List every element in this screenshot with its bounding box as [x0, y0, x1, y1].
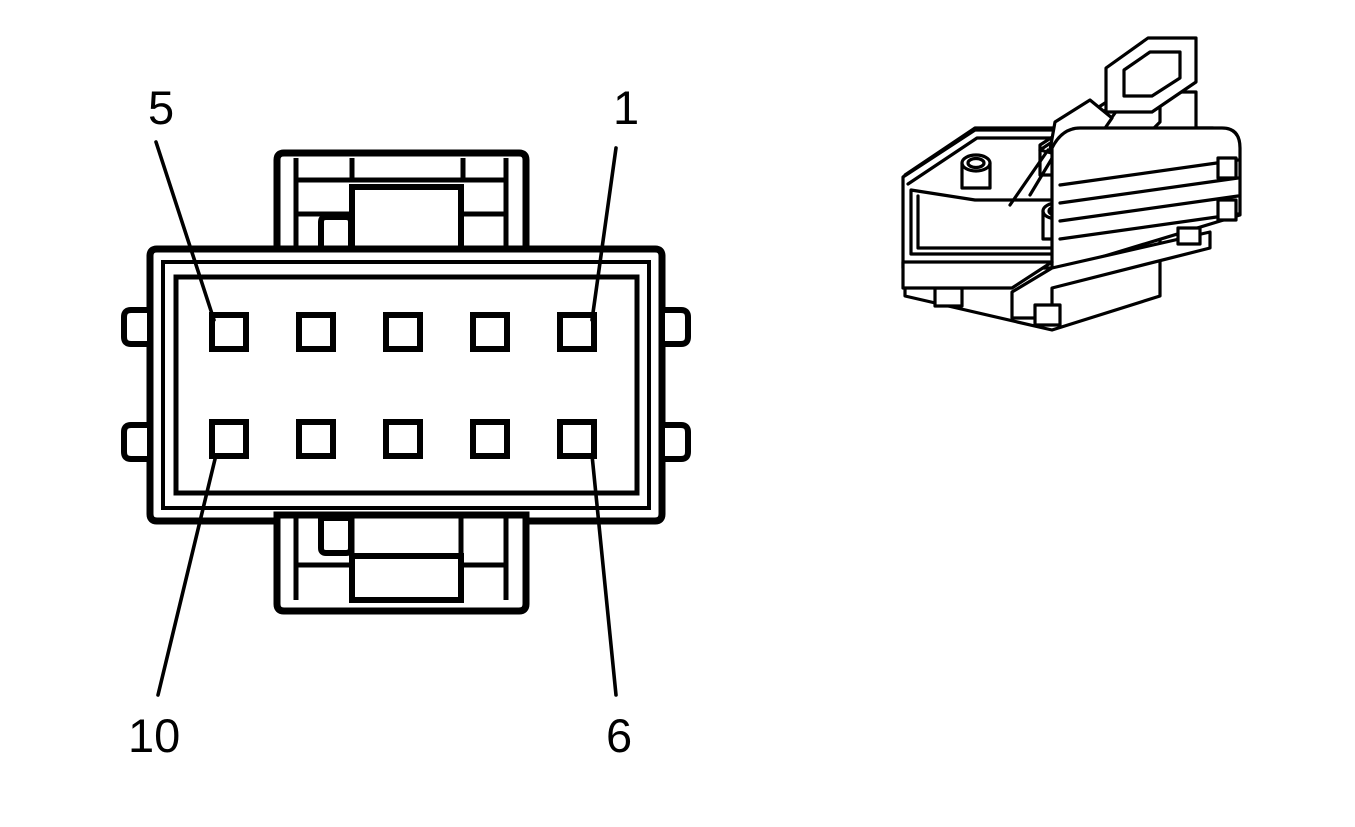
housing-second-rectangle: [161, 260, 651, 510]
connector-isometric-view: [901, 36, 1242, 332]
terminal-cavity-9: [296, 419, 336, 459]
iso-rib-4: [1058, 212, 1240, 241]
side-retention-tabs: [121, 307, 691, 462]
callout-label-6: 6: [606, 709, 632, 762]
iso-latch-window-opening: [1122, 50, 1182, 98]
iso-latch-arm-lower-edge2: [1008, 148, 1050, 207]
connector-front-view: [121, 149, 691, 615]
leader-line-10: [156, 453, 218, 697]
terminal-cavity-8: [383, 419, 423, 459]
terminal-cavity-3: [383, 312, 423, 352]
iso-boss-upper: [960, 153, 992, 190]
iso-rear-slot-upper: [1216, 156, 1238, 180]
terminal-cavity-2: [470, 312, 510, 352]
iso-foot-rear: [1176, 226, 1202, 246]
callout-label-10: 10: [128, 709, 180, 762]
terminal-cavity-4: [296, 312, 336, 352]
callout-label-1: 1: [613, 81, 639, 134]
terminal-cavity-5: [209, 312, 249, 352]
housing-outer-rectangle: [146, 245, 666, 525]
left-tab-lower: [121, 422, 153, 462]
terminal-cavity-6: [557, 419, 597, 459]
terminal-cavity-grid: [209, 312, 597, 459]
top-latch-assembly: [273, 149, 530, 262]
callout-label-5: 5: [148, 81, 174, 134]
iso-front-lower-lip: [901, 260, 1054, 290]
iso-rib-1: [1058, 158, 1240, 187]
bottom-latch-tab-nub: [318, 515, 354, 556]
leader-line-5: [154, 140, 216, 322]
leader-line-6: [590, 453, 618, 697]
iso-rib-3: [1058, 194, 1240, 223]
leader-line-1: [590, 146, 618, 322]
callout-leaders: [154, 140, 618, 697]
bottom-latch-center-pad: [349, 553, 464, 603]
iso-foot-center: [1033, 303, 1062, 327]
iso-rear-slot-lower: [1216, 198, 1238, 222]
iso-rib-2: [1058, 176, 1240, 205]
housing-inner-cavity-rectangle: [173, 274, 640, 496]
left-tab-upper: [121, 307, 153, 347]
front-housing-frame: [146, 245, 666, 525]
iso-rear-housing: [1050, 126, 1242, 274]
callout-labels: 5 1 10 6: [128, 81, 639, 762]
iso-cavity-opening: [909, 188, 1061, 256]
terminal-cavity-7: [470, 419, 510, 459]
right-tab-upper: [659, 307, 691, 347]
right-tab-lower: [659, 422, 691, 462]
terminal-cavity-1: [557, 312, 597, 352]
iso-base-plate: [1010, 230, 1212, 320]
iso-cavity-inner-edge: [916, 194, 1054, 250]
iso-front-bevel-top: [906, 136, 1085, 186]
iso-foot-front: [933, 286, 964, 308]
terminal-cavity-10: [209, 419, 249, 459]
bottom-latch-assembly: [273, 511, 530, 615]
iso-boss-upper-inner: [966, 156, 986, 170]
